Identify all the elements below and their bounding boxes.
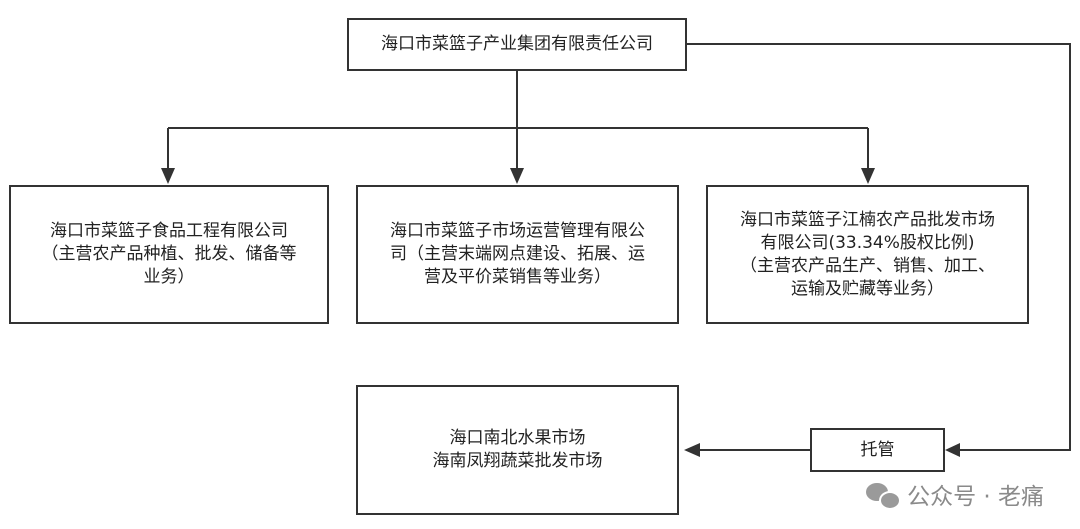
parent-company-label: 海口市菜篮子产业集团有限责任公司 xyxy=(381,34,653,54)
subsidiary-food-engineering-desc-2: 业务） xyxy=(143,267,195,287)
trusteeship-label: 托管 xyxy=(860,439,895,460)
subsidiary-food-engineering-desc-1: （主营农产品种植、批发、储备等 xyxy=(41,244,297,264)
subsidiary-food-engineering-name: 海口市菜篮子食品工程有限公司 xyxy=(50,221,288,241)
subsidiary-jiangnan-wholesale-name: 海口市菜篮子江楠农产品批发市场 xyxy=(740,209,995,230)
subsidiary-market-operation-box: 海口市菜篮子市场运营管理有限公 司（主营末端网点建设、拓展、运 营及平价菜销售等… xyxy=(356,185,679,324)
subsidiary-jiangnan-wholesale-desc-2: 运输及贮藏等业务） xyxy=(791,278,944,299)
subsidiary-market-operation-desc-1: 司（主营末端网点建设、拓展、运 xyxy=(390,244,645,264)
managed-market-vegetable: 海南凤翔蔬菜批发市场 xyxy=(432,451,603,471)
managed-market-fruit: 海口南北水果市场 xyxy=(449,428,586,448)
subsidiary-jiangnan-wholesale-box: 海口市菜篮子江楠农产品批发市场 有限公司(33.34%股权比例) （主营农产品生… xyxy=(706,185,1029,324)
managed-markets-box: 海口南北水果市场 海南凤翔蔬菜批发市场 xyxy=(356,385,679,515)
subsidiary-jiangnan-wholesale-share: 有限公司(33.34%股权比例) xyxy=(760,232,975,253)
subsidiary-market-operation-name: 海口市菜篮子市场运营管理有限公 xyxy=(390,221,645,241)
watermark-text: 公众号 · 老痛 xyxy=(907,484,1044,510)
parent-company-box: 海口市菜篮子产业集团有限责任公司 xyxy=(347,18,687,71)
subsidiary-market-operation-desc-2: 营及平价菜销售等业务） xyxy=(424,267,611,287)
subsidiary-jiangnan-wholesale-desc-1: （主营农产品生产、销售、加工、 xyxy=(740,255,995,276)
trusteeship-box: 托管 xyxy=(810,428,945,472)
subsidiary-food-engineering-box: 海口市菜篮子食品工程有限公司 （主营农产品种植、批发、储备等 业务） xyxy=(9,185,329,324)
wechat-icon xyxy=(865,480,902,510)
watermark: 公众号 · 老痛 xyxy=(865,477,1044,511)
